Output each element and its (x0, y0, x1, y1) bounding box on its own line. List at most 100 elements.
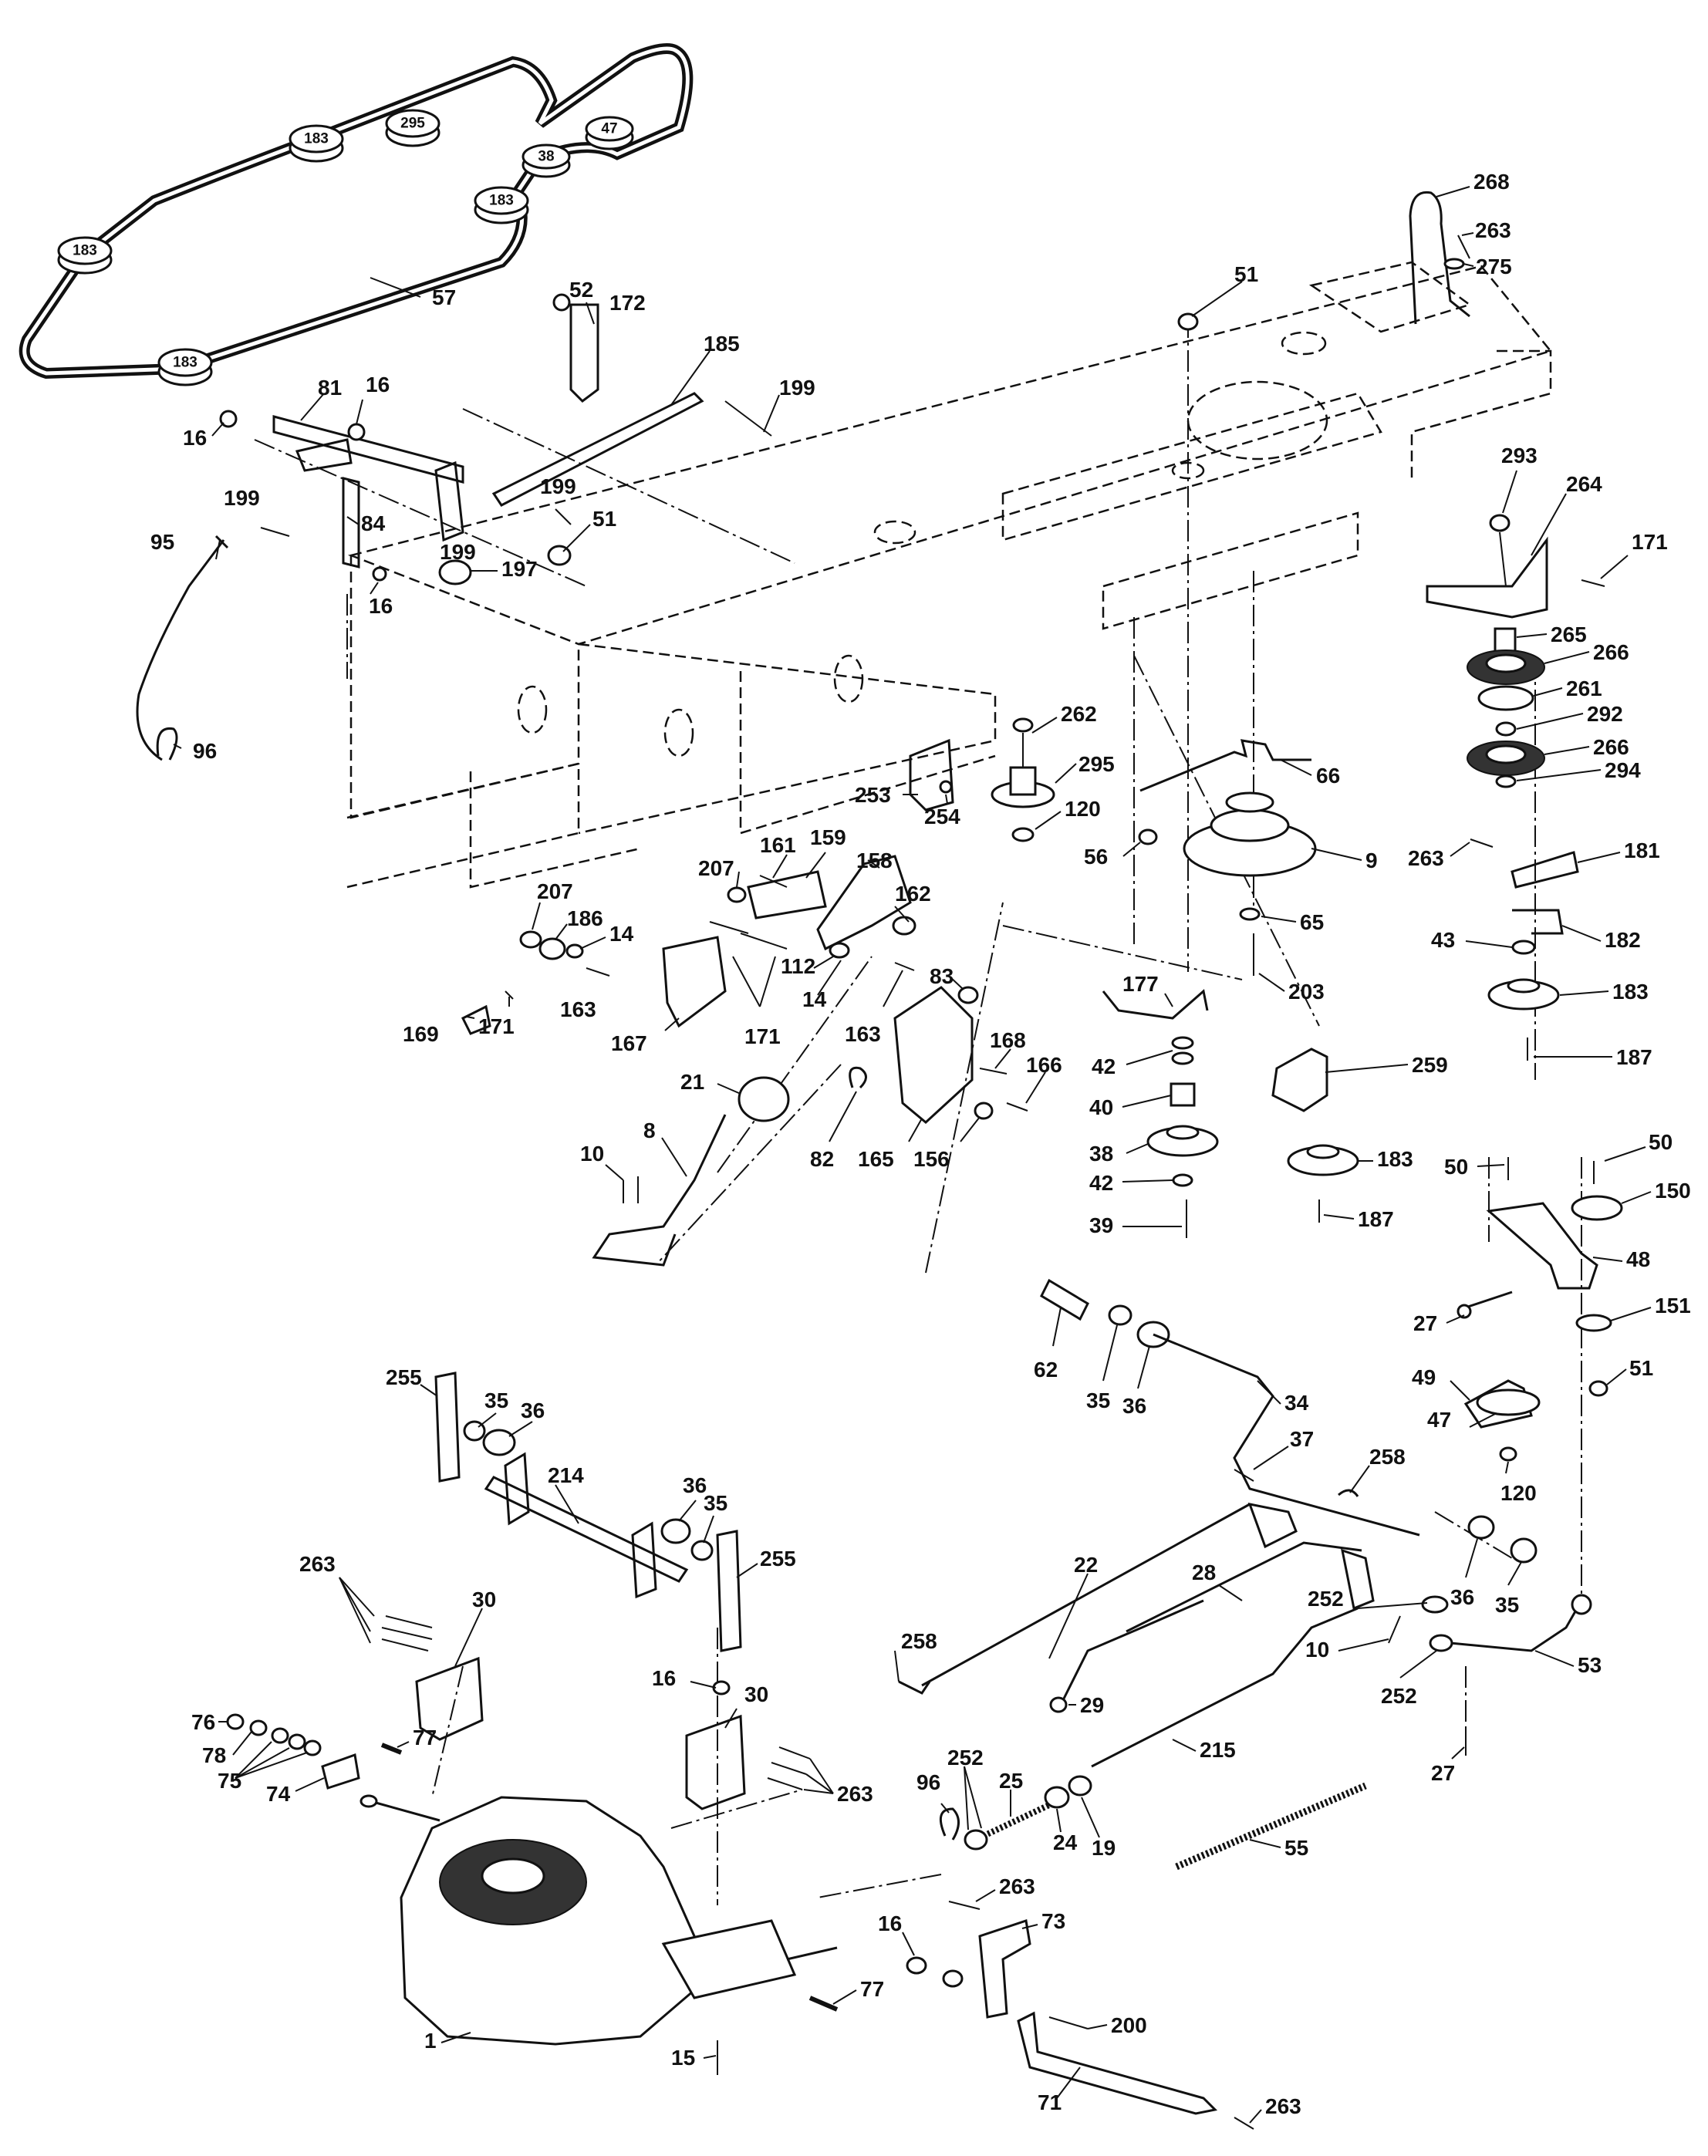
callout: 255 (386, 1365, 422, 1389)
callout: 53 (1578, 1653, 1602, 1677)
nut-52 (552, 293, 571, 312)
spacer-150 (1571, 1195, 1623, 1221)
nut-162 (892, 916, 916, 936)
callout: 166 (1026, 1053, 1062, 1077)
idler-arm-66 (1139, 739, 1311, 792)
callout: 162 (895, 882, 931, 906)
nut-120 (1011, 827, 1035, 842)
arm-81 (295, 438, 353, 472)
callout: 10 (1305, 1638, 1329, 1662)
callout: 172 (609, 291, 646, 315)
arm-177 (1102, 989, 1209, 1020)
rod-22 (921, 1503, 1251, 1687)
callout: 264 (1566, 472, 1602, 496)
callout: 35 (1495, 1593, 1519, 1617)
washer-42 (1172, 1173, 1193, 1187)
drive-belt (19, 43, 694, 380)
callout: 266 (1593, 735, 1629, 759)
bushing-62 (1040, 1278, 1089, 1321)
bolt-200 (1048, 2016, 1089, 2029)
callout: 261 (1566, 676, 1602, 700)
callout: 81 (318, 376, 342, 400)
bracket-259 (1271, 1048, 1328, 1112)
washer-36 (1467, 1515, 1495, 1540)
rod-215 (1091, 1607, 1359, 1768)
callout: 30 (472, 1587, 496, 1611)
callout: 40 (1089, 1095, 1113, 1119)
callout: 35 (1086, 1388, 1110, 1412)
rod-185 (491, 392, 704, 507)
washer-36 (482, 1429, 516, 1456)
callout: 52 (569, 278, 593, 302)
callout: 266 (1593, 640, 1629, 664)
callout: 150 (1655, 1179, 1691, 1203)
bolt-171 (709, 921, 749, 934)
callout: 10 (580, 1142, 604, 1166)
bracket-181 (1511, 851, 1579, 889)
callout: 263 (1475, 218, 1511, 242)
callout: 183 (1377, 1147, 1413, 1171)
nut-56 (1138, 828, 1158, 845)
callout: 78 (202, 1743, 226, 1767)
callout: 84 (361, 511, 386, 535)
washer-76 (226, 1713, 245, 1730)
callout: 171 (478, 1014, 515, 1038)
bushing-292 (1495, 721, 1517, 737)
nut-294 (1495, 774, 1517, 788)
spring-27 (1465, 1291, 1513, 1309)
bracket-30 (685, 1714, 746, 1810)
callout: 181 (1624, 838, 1660, 862)
belt-pulley-label: 183 (73, 243, 97, 259)
washer-75 (271, 1727, 289, 1744)
spacer-186 (538, 937, 566, 960)
washer-78 (249, 1719, 268, 1736)
callout: 199 (779, 376, 815, 400)
callout: 36 (683, 1473, 707, 1497)
belt-pulley-label: 183 (173, 355, 197, 371)
callout: 34 (1284, 1391, 1309, 1415)
plate-48 (1486, 1202, 1598, 1290)
callout: 82 (810, 1147, 834, 1171)
clip-258 (1338, 1489, 1359, 1497)
callout: 76 (191, 1710, 215, 1734)
rod-29 (1055, 1599, 1204, 1713)
pulley-47 (1476, 1388, 1541, 1416)
bracket-172 (569, 303, 599, 403)
callout: 35 (484, 1388, 508, 1412)
callout: 30 (744, 1682, 768, 1706)
callout: 47 (1427, 1408, 1451, 1432)
callout: 27 (1413, 1311, 1437, 1335)
callout: 15 (671, 2046, 695, 2070)
bolt-163 (894, 962, 915, 971)
link-159 (747, 870, 827, 919)
callout: 293 (1501, 444, 1538, 467)
washer-252 (964, 1829, 988, 1851)
callout: 51 (1629, 1356, 1653, 1380)
belt-pulley-label: 47 (601, 121, 617, 137)
callout: 171 (1632, 530, 1668, 554)
callout: 39 (1089, 1213, 1113, 1237)
callout: 187 (1358, 1207, 1394, 1231)
callout: 156 (913, 1147, 950, 1171)
knob-21 (738, 1076, 790, 1122)
callout: 112 (781, 954, 815, 978)
bushing-265 (1494, 627, 1517, 653)
bolt-263 (385, 1615, 433, 1628)
rod-95 (136, 539, 225, 761)
callout: 65 (1300, 910, 1324, 934)
callout: 50 (1444, 1155, 1468, 1179)
bracket-264 (1426, 536, 1548, 619)
bolt-199 (260, 527, 290, 537)
callout: 258 (1369, 1445, 1406, 1469)
callout: 96 (916, 1770, 940, 1794)
callout: 62 (1034, 1358, 1058, 1382)
callout: 214 (548, 1463, 584, 1487)
nut-51 (1177, 312, 1199, 331)
clip-169 (461, 1004, 491, 1035)
callout: 73 (1041, 1909, 1065, 1933)
callout: 29 (1080, 1693, 1104, 1717)
washer-151 (1575, 1314, 1612, 1332)
callout: 16 (366, 373, 390, 396)
washer-75 (288, 1733, 306, 1750)
callout: 66 (1316, 764, 1340, 788)
